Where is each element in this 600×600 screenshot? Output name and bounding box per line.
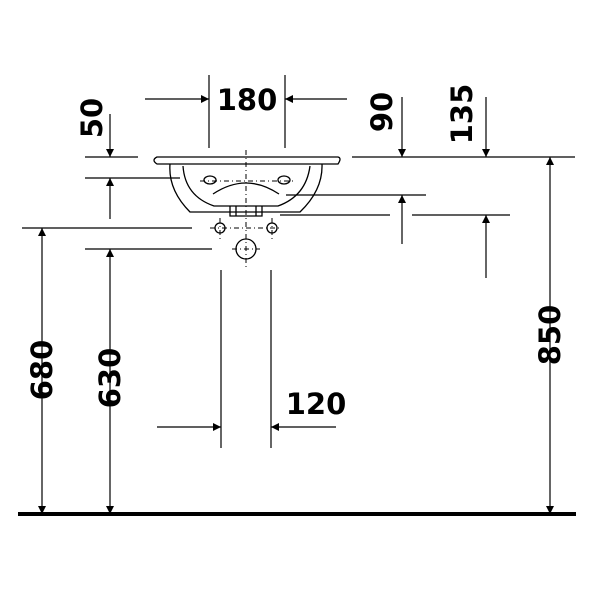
dimension-50: 50 [75,98,114,219]
dimension-680: 680 [25,228,59,514]
dimension-630-label: 630 [93,348,127,409]
dimension-90-label: 90 [365,92,399,132]
dimension-135: 135 [445,84,490,278]
dimension-180: 180 [145,83,347,117]
dimension-120: 120 [157,387,347,431]
centerlines [200,150,296,268]
dimension-120-label: 120 [286,387,347,421]
washbasin-outline [153,156,341,260]
dimension-50-label: 50 [75,98,109,138]
dimension-850: 850 [533,157,567,514]
dimension-135-label: 135 [445,84,479,145]
dimension-850-label: 850 [533,305,567,366]
dimension-680-label: 680 [25,340,59,401]
dimension-90: 90 [365,92,406,244]
dimension-180-label: 180 [217,83,278,117]
dimension-630: 630 [93,249,127,514]
